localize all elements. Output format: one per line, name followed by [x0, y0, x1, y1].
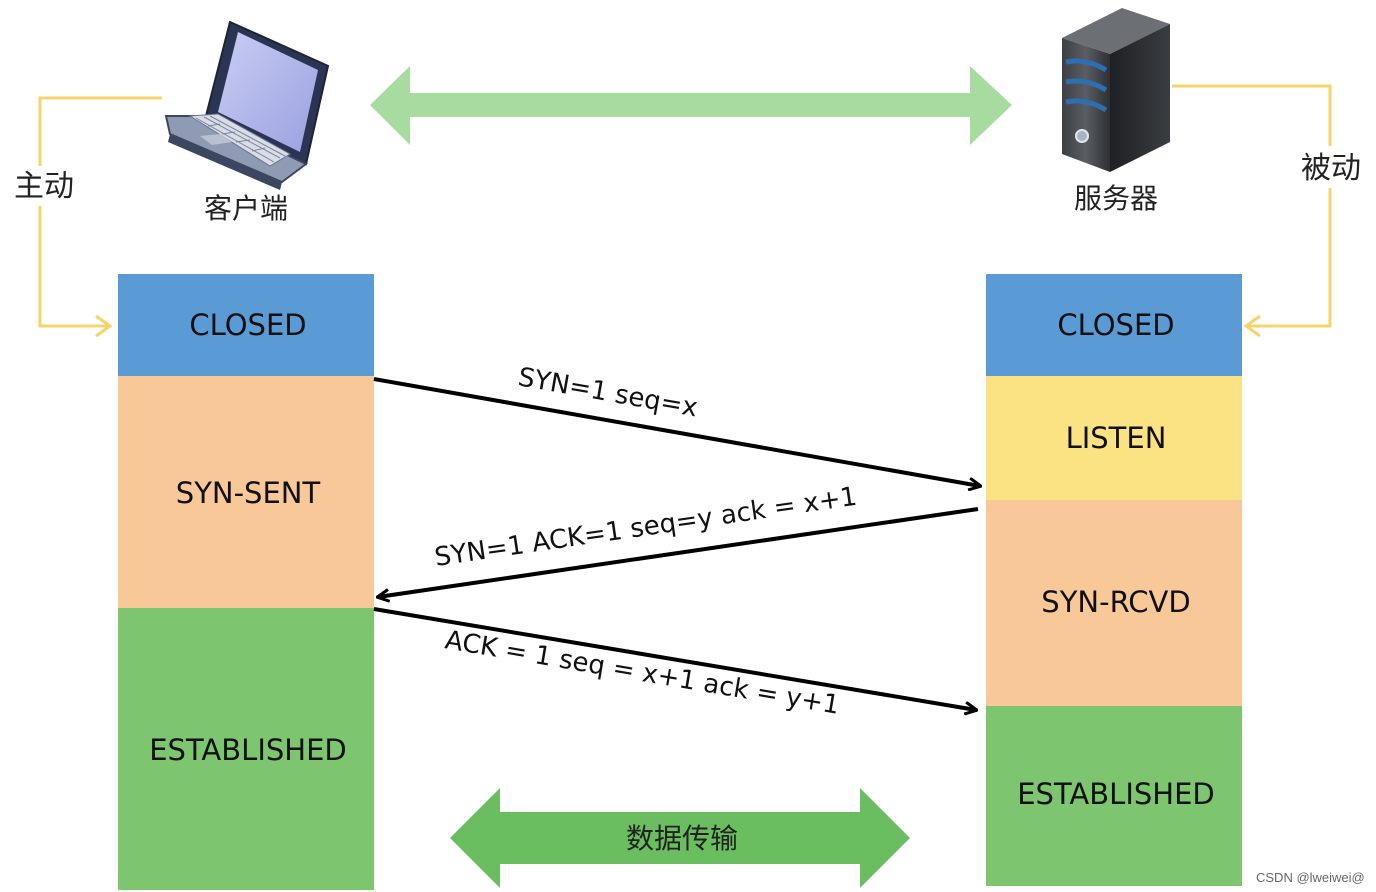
client-state-established — [118, 608, 374, 890]
client-mode-arrowhead — [95, 314, 113, 338]
message-3-label: ACK = 1 seq = x+1 ack = y+1 — [443, 625, 842, 720]
server-mode-arrowhead — [1243, 314, 1261, 338]
client-state-syn-sent-label: SYN-SENT — [176, 476, 321, 510]
client-state-closed-label: CLOSED — [189, 308, 306, 342]
server-state-syn-rcvd-label: SYN-RCVD — [1041, 585, 1190, 619]
client-state-column: CLOSED SYN-SENT ESTABLISHED — [118, 274, 374, 890]
server-mode-label: 被动 — [1301, 151, 1361, 186]
server-mode-connector — [1172, 84, 1332, 328]
laptop-icon — [164, 20, 330, 190]
server-state-established — [986, 706, 1242, 886]
top-double-arrow — [370, 66, 1012, 145]
server-state-listen-label: LISTEN — [1066, 421, 1167, 455]
watermark: CSDN @lweiwei@ — [1256, 870, 1365, 885]
client-state-syn-sent — [118, 376, 374, 608]
server-state-syn-rcvd — [986, 500, 1242, 706]
client-mode-label: 主动 — [14, 169, 74, 204]
server-icon — [1062, 8, 1170, 172]
server-state-listen — [986, 376, 1242, 500]
message-2-arrow — [378, 507, 979, 597]
client-mode-connector — [38, 96, 162, 328]
server-state-closed-label: CLOSED — [1057, 308, 1174, 342]
message-1-label: SYN=1 seq=x — [516, 362, 700, 423]
message-3-arrow — [373, 607, 976, 710]
client-name: 客户端 — [204, 192, 288, 225]
server-state-established-label: ESTABLISHED — [1017, 777, 1215, 811]
message-1-arrow — [373, 377, 980, 486]
data-transfer-label: 数据传输 — [626, 822, 738, 855]
server-name: 服务器 — [1074, 182, 1158, 215]
client-state-closed — [118, 274, 374, 376]
client-state-established-label: ESTABLISHED — [149, 733, 347, 767]
server-state-closed — [986, 274, 1242, 376]
server-state-column: CLOSED LISTEN SYN-RCVD ESTABLISHED — [986, 274, 1242, 886]
data-transfer-arrow — [450, 788, 910, 888]
